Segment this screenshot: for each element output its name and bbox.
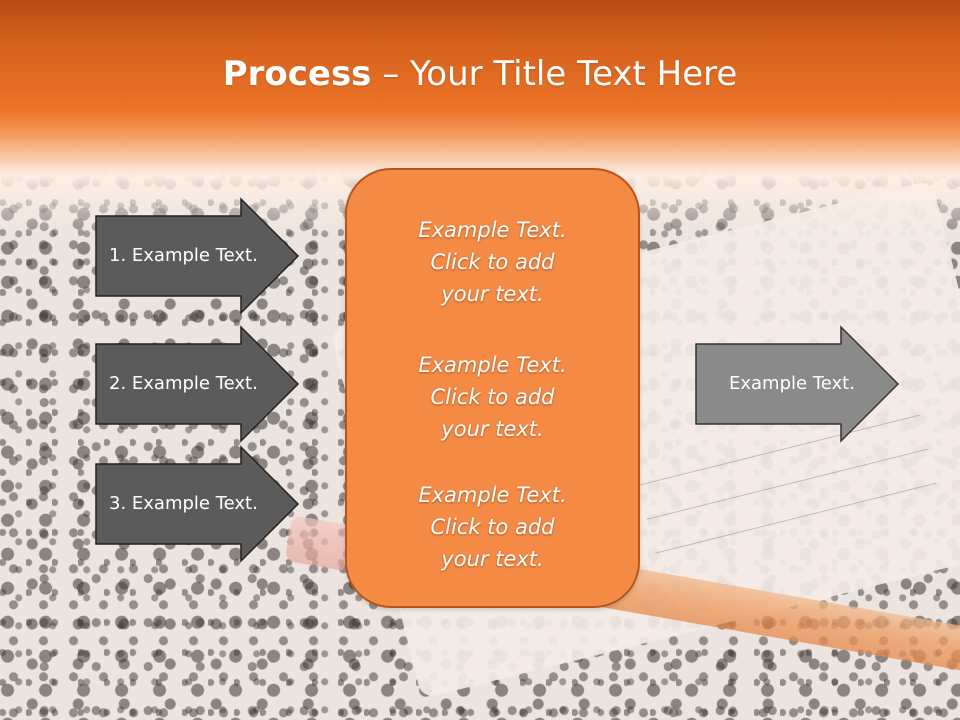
arrow-shape xyxy=(95,445,300,563)
process-step-arrow-2[interactable]: 2. Example Text. xyxy=(95,325,300,443)
block-line: Example Text. xyxy=(418,218,567,242)
arrow-label: Example Text. xyxy=(729,373,855,394)
arrow-label: 2. Example Text. xyxy=(109,373,258,394)
arrow-shape xyxy=(695,325,900,443)
center-text-block-1[interactable]: Example Text. Click to add your text. xyxy=(347,214,638,310)
center-text-box[interactable]: Example Text. Click to add your text. Ex… xyxy=(345,168,640,608)
block-line: Click to add xyxy=(430,385,555,409)
arrow-shape xyxy=(95,197,300,315)
center-text-block-3[interactable]: Example Text. Click to add your text. xyxy=(347,479,638,575)
result-arrow[interactable]: Example Text. xyxy=(695,325,900,443)
block-line: Example Text. xyxy=(418,353,567,377)
slide-title[interactable]: Process – Your Title Text Here xyxy=(0,52,960,96)
center-text-block-2[interactable]: Example Text. Click to add your text. xyxy=(347,349,638,445)
arrow-label: 3. Example Text. xyxy=(109,493,258,514)
block-line: Click to add xyxy=(430,250,555,274)
block-line: your text. xyxy=(441,417,544,441)
process-step-arrow-3[interactable]: 3. Example Text. xyxy=(95,445,300,563)
title-bold-text: Process xyxy=(222,54,372,94)
block-line: Click to add xyxy=(430,515,555,539)
title-rest-text: – Your Title Text Here xyxy=(371,54,738,94)
block-line: your text. xyxy=(441,547,544,571)
block-line: Example Text. xyxy=(418,483,567,507)
process-step-arrow-1[interactable]: 1. Example Text. xyxy=(95,197,300,315)
block-line: your text. xyxy=(441,282,544,306)
arrow-shape xyxy=(95,325,300,443)
arrow-label: 1. Example Text. xyxy=(109,245,258,266)
